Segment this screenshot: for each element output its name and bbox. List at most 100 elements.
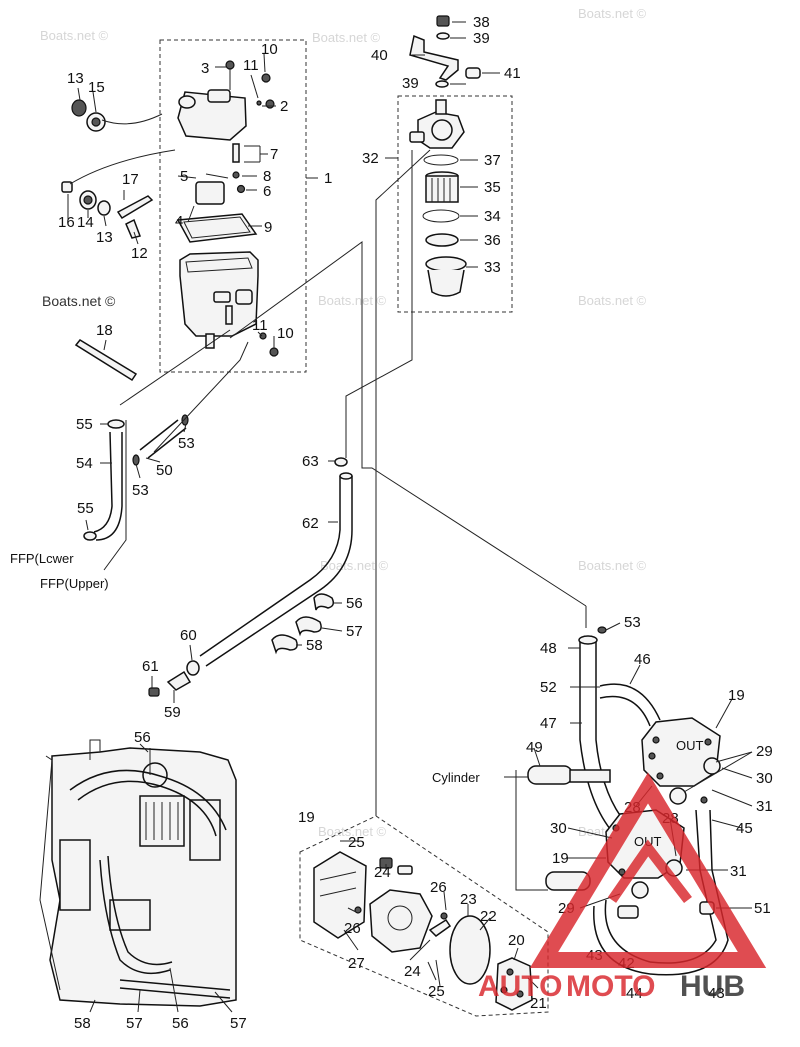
callout-label: 30 <box>550 820 567 837</box>
logo-text-auto: AUTO <box>478 970 562 1003</box>
o-ring-37 <box>423 154 459 166</box>
callout-label: 53 <box>132 482 149 499</box>
callout-label: 59 <box>164 704 181 721</box>
callout-label: 34 <box>484 208 501 225</box>
pump-valve-body <box>495 957 533 1011</box>
assembly-32-boundary <box>397 95 513 313</box>
cable-strap <box>74 339 138 382</box>
callout-label: 53 <box>624 614 641 631</box>
callout-label: 57 <box>230 1015 247 1032</box>
callout-label: 17 <box>122 171 139 188</box>
callout-label: 55 <box>76 416 93 433</box>
assembly-19-boundary <box>299 815 549 1017</box>
callout-label: 48 <box>540 640 557 657</box>
callout-label: 33 <box>484 259 501 276</box>
bracket-17 <box>116 195 154 220</box>
callout-label: 52 <box>540 679 557 696</box>
pump-exploded-assembly <box>299 815 549 1017</box>
callout-label: 13 <box>67 70 84 87</box>
callout-label: 19 <box>298 809 315 826</box>
float <box>195 181 225 205</box>
vapor-separator-assembly <box>61 39 318 382</box>
callout-label: 10 <box>277 325 294 342</box>
watermark: Boats.net © <box>318 293 387 308</box>
callout-label: 22 <box>480 908 497 925</box>
pump-cover <box>313 851 367 939</box>
callout-label: 54 <box>76 455 93 472</box>
callout-label: 49 <box>526 739 543 756</box>
callout-label: 46 <box>634 651 651 668</box>
callout-label: 40 <box>371 47 388 64</box>
logo-triangle-icon <box>529 772 767 968</box>
callout-label: 39 <box>473 30 490 47</box>
callout-label: 20 <box>508 932 525 949</box>
callout-label: 31 <box>756 798 773 815</box>
callout-label: 19 <box>728 687 745 704</box>
callout-label: 44 <box>626 985 643 1002</box>
watermark: Boats.net © <box>40 28 109 43</box>
callout-label: 56 <box>346 595 363 612</box>
callout-label: 62 <box>302 515 319 532</box>
callout-label: 36 <box>484 232 501 249</box>
pump-body <box>369 889 433 953</box>
callout-label: 43 <box>708 985 725 1002</box>
ffp-lower-label: FFP(Lcwer <box>10 551 74 566</box>
callout-numbers: 13 15 3 10 11 2 7 8 6 5 4 9 1 17 16 14 1… <box>10 14 773 1032</box>
callout-label: 39 <box>402 75 419 92</box>
callout-label: 31 <box>730 863 747 880</box>
callout-label: 2 <box>280 98 288 115</box>
callout-label: 56 <box>172 1015 189 1032</box>
callout-label: 56 <box>134 729 151 746</box>
callout-label: 19 <box>552 850 569 867</box>
leader-lines <box>103 149 587 891</box>
callout-label: 1 <box>324 170 332 187</box>
callout-label: 18 <box>96 322 113 339</box>
callout-label: 57 <box>126 1015 143 1032</box>
watermark: Boats.net © <box>578 293 647 308</box>
callout-label: 9 <box>264 219 272 236</box>
logo-text-moto: MOTO <box>566 970 655 1003</box>
callout-label: 35 <box>484 179 501 196</box>
callout-label: 45 <box>736 820 753 837</box>
fuel-filter-assembly <box>385 15 513 313</box>
callout-label: 24 <box>374 864 391 881</box>
callout-label: 25 <box>428 983 445 1000</box>
engine-locator-view <box>39 739 237 1013</box>
callout-label: 5 <box>180 168 188 185</box>
callout-label: 25 <box>348 834 365 851</box>
callout-label: 3 <box>201 60 209 77</box>
callout-label: 55 <box>77 500 94 517</box>
callout-label: 30 <box>756 770 773 787</box>
callout-label: 21 <box>530 995 547 1012</box>
hoses <box>83 414 353 697</box>
callout-label: 27 <box>348 955 365 972</box>
callout-label: 15 <box>88 79 105 96</box>
callout-label: 57 <box>346 623 363 640</box>
watermark: Boats.net © <box>320 558 389 573</box>
assembly-1-boundary <box>159 39 307 373</box>
callout-label: 60 <box>180 627 197 644</box>
watermark: Boats.net © <box>578 558 647 573</box>
cylinder-label: Cylinder <box>432 770 480 785</box>
callout-label: 47 <box>540 715 557 732</box>
callout-label: 37 <box>484 152 501 169</box>
callout-label: 14 <box>77 214 94 231</box>
pump-diaphragm <box>449 915 491 985</box>
callout-label: 53 <box>178 435 195 452</box>
callout-label: 12 <box>131 245 148 262</box>
out-label: OUT <box>676 738 704 753</box>
callout-label: 6 <box>263 183 271 200</box>
watermark: Boats.net © <box>578 6 647 21</box>
logo-text-hub: HUB <box>680 970 745 1003</box>
callout-label: 26 <box>430 879 447 896</box>
callout-label: 29 <box>756 743 773 760</box>
callout-label: 7 <box>270 146 278 163</box>
callout-label: 63 <box>302 453 319 470</box>
callout-label: 50 <box>156 462 173 479</box>
callout-label: 58 <box>306 637 323 654</box>
callout-label: 23 <box>460 891 477 908</box>
automotohub-logo: AUTO MOTO HUB <box>478 772 767 1003</box>
callout-label: 8 <box>263 168 271 185</box>
callout-label: 16 <box>58 214 75 231</box>
